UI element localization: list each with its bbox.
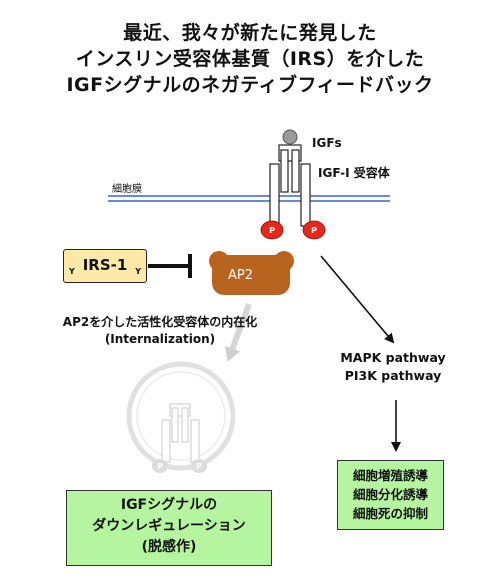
receptor-label: IGF-I 受容体 (318, 166, 390, 180)
vesicle-phosphate-left: P (152, 459, 168, 473)
irs1-box: Y IRS-1 Y (63, 249, 147, 283)
cell-membrane (108, 195, 390, 202)
svg-text:P: P (157, 462, 163, 471)
internalization-label: AP2を介した活性化受容体の内在化 (Internalization) (10, 314, 310, 348)
internalized-vesicle: P P (126, 361, 236, 473)
pathway-pi3k: PI3K pathway (344, 368, 442, 383)
arrow-receptor-to-pathways (320, 255, 395, 344)
receptor-phosphate-right: P (302, 220, 326, 240)
ap2-complex (209, 251, 294, 295)
irs1-inhibits-ap2 (148, 254, 192, 278)
irs1-tyrosine-left: Y (69, 267, 75, 276)
membrane-label: 細胞膜 (112, 184, 142, 195)
downregulation-line-1: IGFシグナルの (120, 497, 218, 513)
downregulation-line-2: ダウンレギュレーション (92, 518, 246, 534)
effect-apoptosis-inhibition: 細胞死の抑制 (352, 506, 428, 521)
effect-proliferation: 細胞増殖誘導 (352, 468, 428, 483)
internalization-line-1: AP2を介した活性化受容体の内在化 (62, 315, 258, 329)
svg-text:P: P (196, 462, 202, 471)
title-line-3: IGFシグナルのネガティブフィードバック (66, 74, 434, 96)
effect-differentiation: 細胞分化誘導 (352, 487, 428, 502)
receptor-phosphate-left: P (260, 220, 284, 240)
pathway-labels: MAPK pathway PI3K pathway (318, 349, 468, 385)
igf1-receptor (269, 144, 311, 227)
svg-text:P: P (269, 226, 275, 235)
svg-text:P: P (311, 226, 317, 235)
internalization-arrow (224, 302, 252, 362)
irs1-tyrosine-right: Y (135, 267, 141, 276)
cellular-effects-box: 細胞増殖誘導 細胞分化誘導 細胞死の抑制 (337, 460, 444, 530)
pathway-mapk: MAPK pathway (340, 350, 446, 365)
downregulation-line-3: (脱感作) (141, 539, 197, 555)
downregulation-box: IGFシグナルの ダウンレギュレーション (脱感作) (66, 490, 272, 566)
igf-ligand (282, 129, 298, 145)
title-line-2: インスリン受容体基質（IRS）を介した (75, 48, 425, 70)
title-line-1: 最近、我々が新たに発見した (123, 22, 377, 44)
irs1-label: IRS-1 (82, 256, 128, 274)
vesicle-phosphate-right: P (191, 459, 207, 473)
igfs-label: IGFs (312, 136, 342, 150)
ap2-label: AP2 (228, 268, 254, 283)
internalization-line-2: (Internalization) (104, 332, 216, 346)
diagram-title: 最近、我々が新たに発見した インスリン受容体基質（IRS）を介した IGFシグナ… (0, 20, 500, 98)
